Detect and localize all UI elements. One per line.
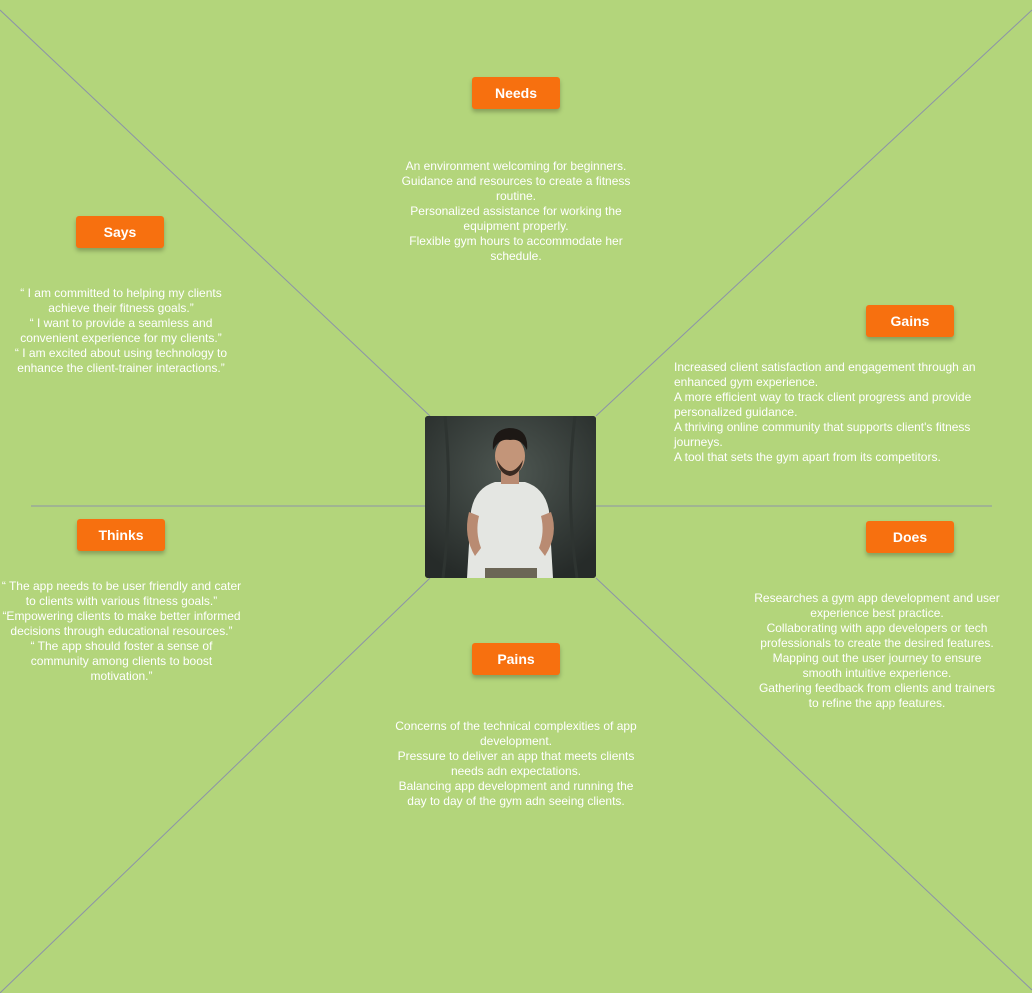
says-label: Says: [76, 216, 164, 248]
gains-line: A tool that sets the gym apart from its …: [674, 450, 941, 464]
does-line: Collaborating with app developers or tec…: [760, 621, 994, 650]
thinks-line: “ The app needs to be user friendly and …: [1, 579, 242, 608]
does-text: Researches a gym app development and use…: [754, 591, 1000, 711]
needs-line: Flexible gym hours to accommodate her sc…: [409, 234, 623, 263]
gains-label: Gains: [866, 305, 954, 337]
needs-line: An environment welcoming for beginners.: [405, 159, 627, 173]
gains-line: Increased client satisfaction and engage…: [674, 360, 976, 389]
says-text: “ I am committed to helping my clients a…: [2, 286, 240, 376]
persona-photo: [425, 416, 596, 578]
pains-line: Pressure to deliver an app that meets cl…: [397, 749, 635, 778]
needs-text: An environment welcoming for beginners. …: [391, 159, 641, 264]
divider-top-left: [0, 9, 431, 417]
needs-line: Guidance and resources to create a fitne…: [401, 174, 631, 203]
thinks-line: “ The app should foster a sense of commu…: [30, 639, 213, 683]
thinks-label: Thinks: [77, 519, 165, 551]
persona-photo-image: [425, 416, 596, 578]
divider-bottom-left: [0, 577, 431, 993]
gains-line: A thriving online community that support…: [674, 420, 971, 449]
needs-line: Personalized assistance for working the …: [410, 204, 622, 233]
does-line: Mapping out the user journey to ensure s…: [772, 651, 982, 680]
does-line: Gathering feedback from clients and trai…: [758, 681, 996, 710]
gains-line: A more efficient way to track client pro…: [674, 390, 972, 419]
needs-label: Needs: [472, 77, 560, 109]
says-line: “ I am committed to helping my clients a…: [20, 286, 222, 315]
divider-top-right: [595, 9, 1032, 417]
pains-label: Pains: [472, 643, 560, 675]
says-line: “ I want to provide a seamless and conve…: [20, 316, 222, 345]
says-line: “ I am excited about using technology to…: [14, 346, 228, 375]
pains-text: Concerns of the technical complexities o…: [394, 719, 638, 809]
thinks-line: “Empowering clients to make better infor…: [2, 609, 241, 638]
gains-text: Increased client satisfaction and engage…: [674, 360, 1004, 465]
does-label: Does: [866, 521, 954, 553]
divider-bottom-right: [595, 577, 1032, 991]
does-line: Researches a gym app development and use…: [754, 591, 1000, 620]
pains-line: Balancing app development and running th…: [398, 779, 634, 808]
thinks-text: “ The app needs to be user friendly and …: [0, 579, 243, 684]
pains-line: Concerns of the technical complexities o…: [395, 719, 637, 748]
